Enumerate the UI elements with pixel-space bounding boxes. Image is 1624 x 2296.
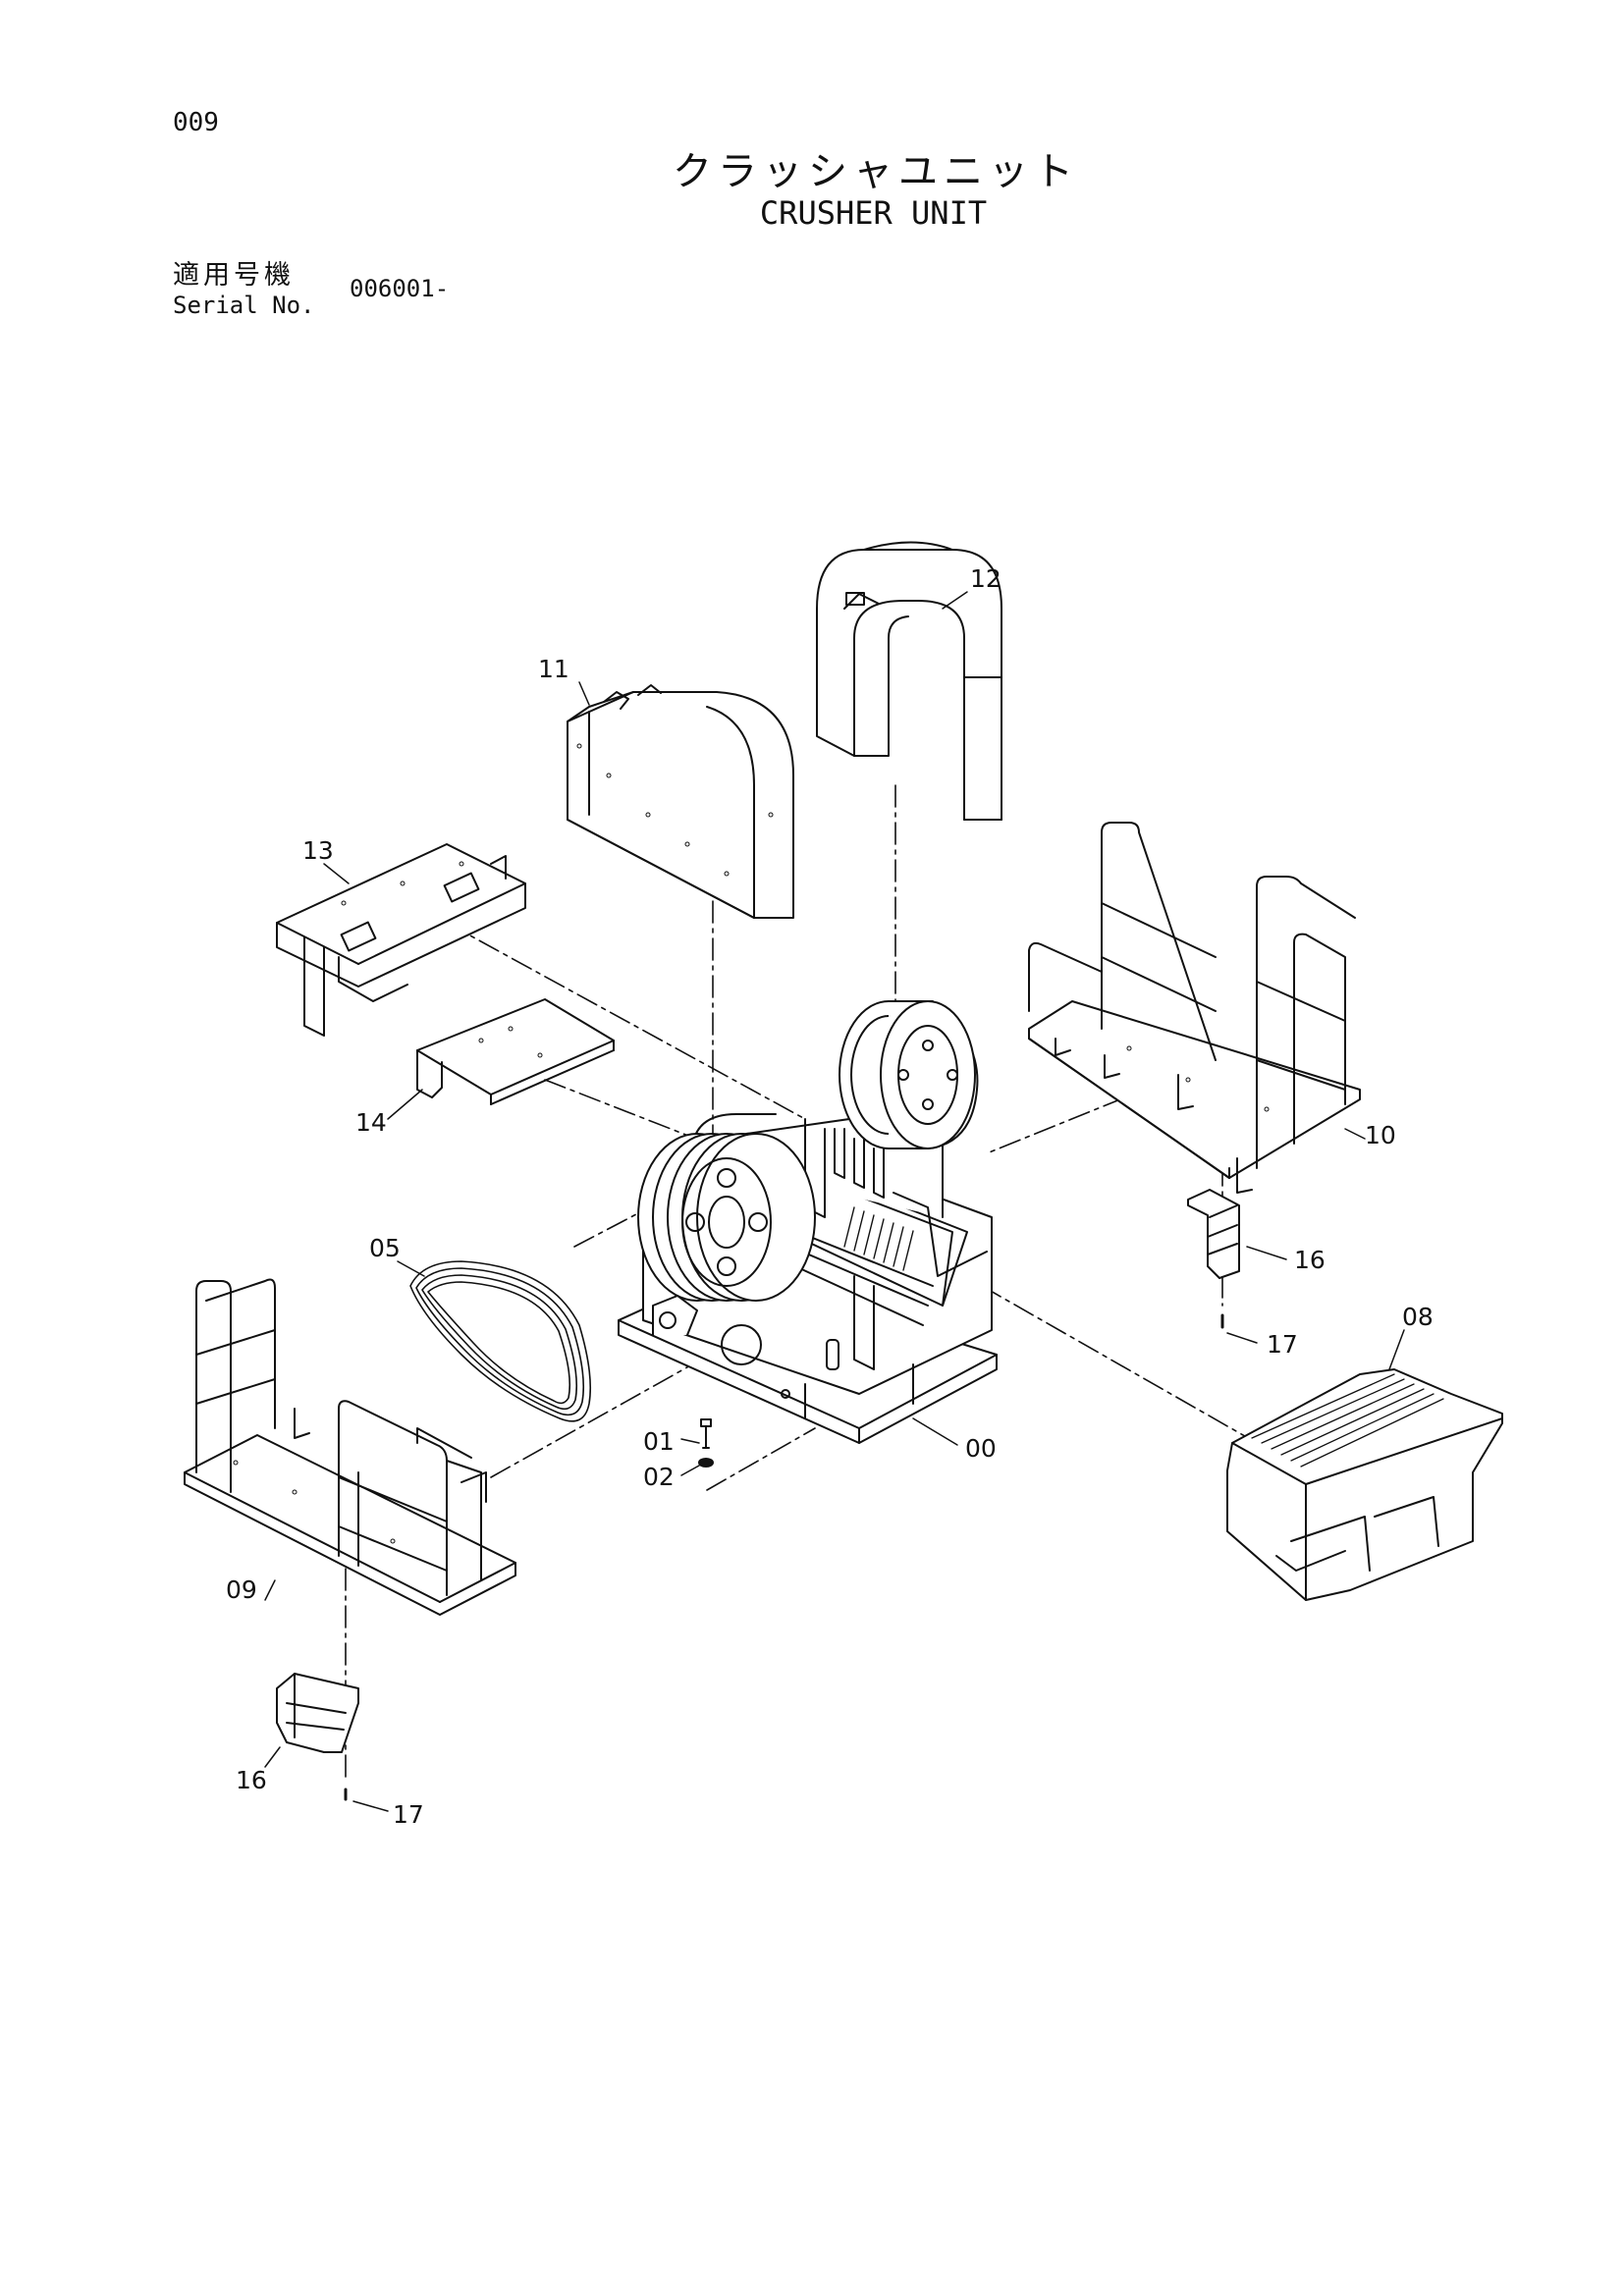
label-part-05: 05 — [369, 1234, 401, 1262]
label-part-16-left: 16 — [236, 1766, 267, 1794]
part-08-chute — [1226, 1368, 1503, 1601]
page-title-japanese: クラッシャユニット — [673, 149, 1079, 194]
label-part-02: 02 — [643, 1463, 675, 1491]
label-part-11: 11 — [538, 655, 569, 683]
label-part-08: 08 — [1402, 1303, 1434, 1331]
page-title-english: CRUSHER UNIT — [759, 194, 988, 232]
label-part-10: 10 — [1365, 1121, 1396, 1149]
label-part-12: 12 — [970, 564, 1001, 593]
part-12-arch-cover — [816, 541, 1002, 821]
leader-lines — [264, 591, 1405, 1812]
serial-label-english: Serial No. — [173, 292, 315, 319]
part-14-lower-plate — [416, 998, 615, 1105]
label-part-14: 14 — [355, 1108, 387, 1137]
part-11-belt-cover — [567, 684, 794, 919]
part-00-crusher-body — [618, 1000, 998, 1444]
part-05-v-belt — [409, 1260, 591, 1422]
serial-label-japanese: 適用号機 — [173, 260, 295, 291]
serial-number-value: 006001- — [350, 275, 450, 302]
label-part-16-right: 16 — [1294, 1246, 1326, 1274]
label-part-17-left: 17 — [393, 1800, 424, 1829]
label-part-17-right: 17 — [1267, 1330, 1298, 1359]
page-number: 009 — [173, 108, 219, 137]
part-16-step-right — [1187, 1189, 1240, 1279]
part-10-right-platform — [1028, 822, 1361, 1194]
label-part-13: 13 — [302, 836, 334, 865]
part-01-bolt — [700, 1418, 712, 1449]
part-02-washer — [698, 1458, 714, 1468]
part-13-top-plate — [276, 843, 526, 1037]
label-part-01: 01 — [643, 1427, 675, 1456]
label-part-00: 00 — [965, 1434, 997, 1463]
part-16-step-left — [276, 1673, 359, 1753]
part-09-left-platform — [184, 1278, 516, 1616]
part-labels: 11 12 13 14 05 00 01 02 10 16 17 08 09 1… — [226, 564, 1434, 1829]
label-part-09: 09 — [226, 1575, 257, 1604]
